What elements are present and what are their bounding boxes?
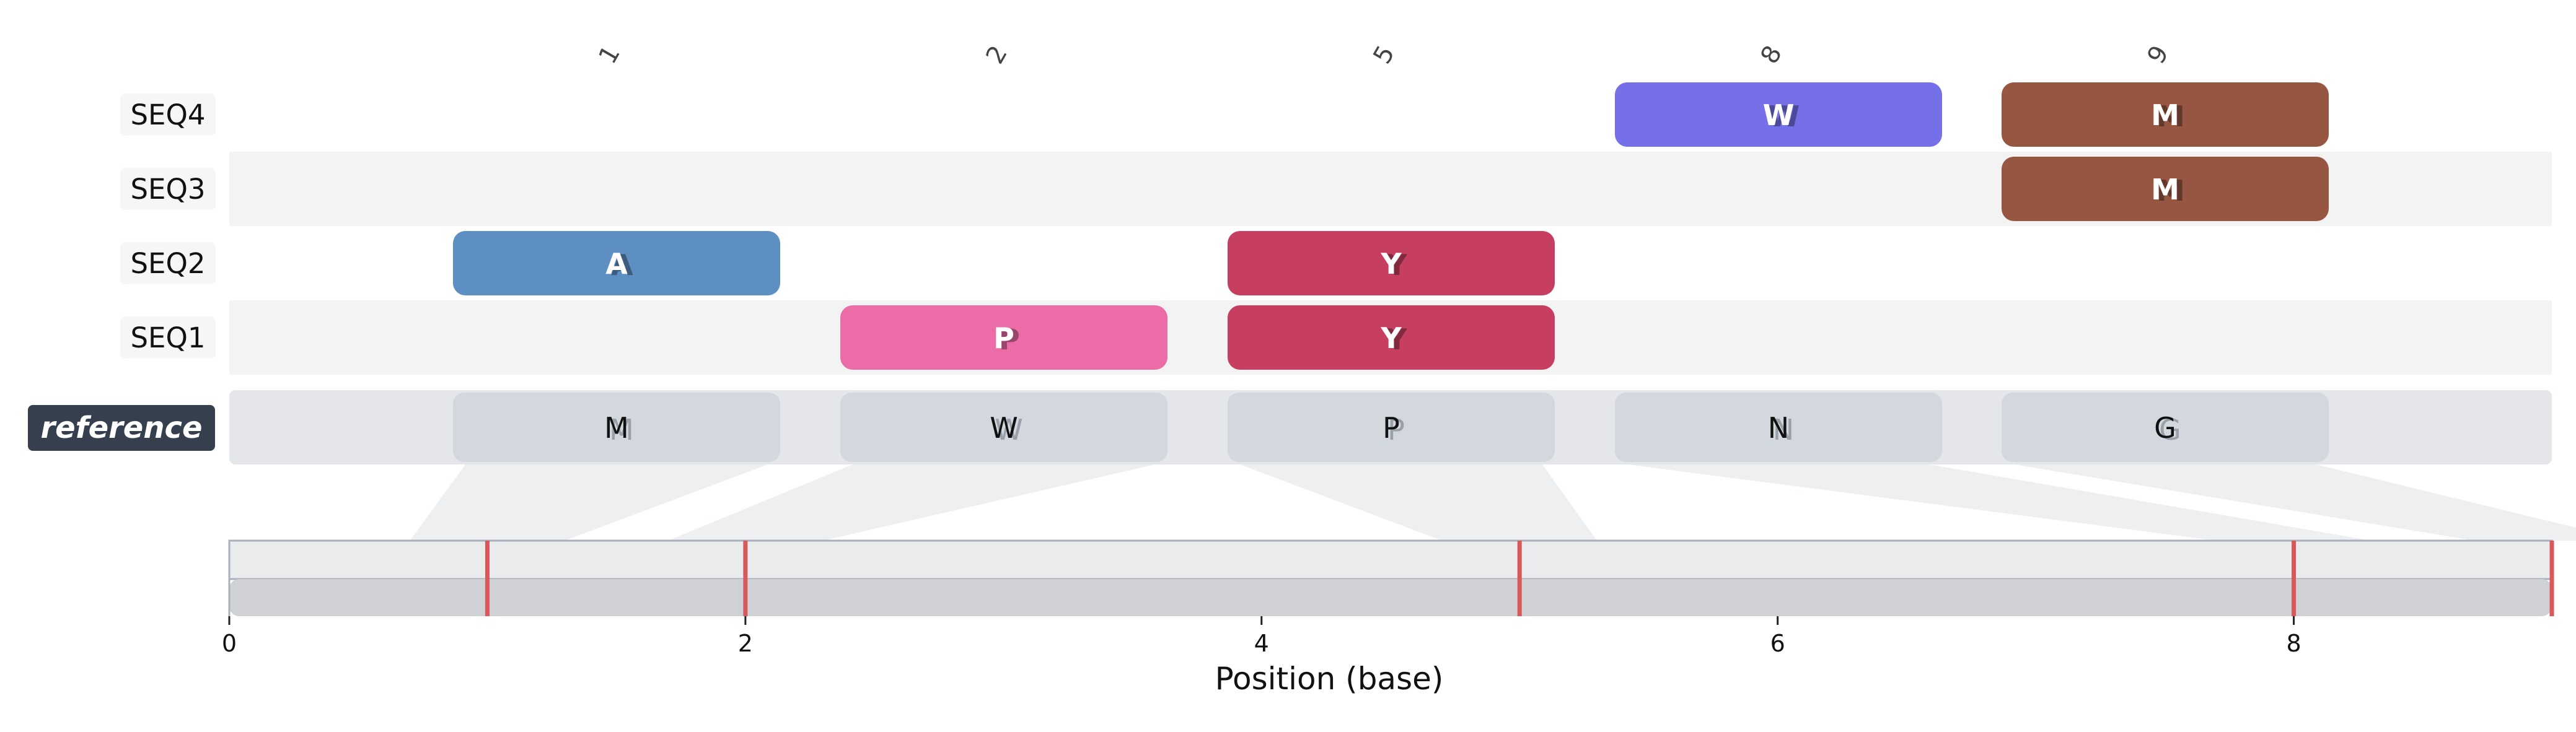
row-label: SEQ4 <box>130 98 205 131</box>
column-position-label: 8 <box>1755 41 1788 69</box>
reference-label: reference <box>40 411 202 445</box>
column-position-label: 2 <box>980 41 1013 69</box>
variant-cell <box>1228 231 1555 295</box>
position-connector <box>2014 464 2576 541</box>
x-tick-label: 6 <box>1770 630 1785 657</box>
reference-cell <box>1228 393 1555 462</box>
reference-residue: G <box>2154 411 2176 445</box>
reference-residue-shadow: W <box>995 413 1022 447</box>
variant-residue: W <box>1763 98 1795 132</box>
position-connector <box>1627 464 2372 541</box>
column-position-label: 9 <box>2142 41 2174 69</box>
variant-residue-shadow: Y <box>1386 323 1407 356</box>
column-position-label: 5 <box>1368 41 1400 69</box>
variant-residue: M <box>2151 98 2179 132</box>
reference-residue-shadow: G <box>2159 413 2181 447</box>
variant-residue-shadow: P <box>999 323 1020 356</box>
x-axis-label: Position (base) <box>1215 661 1444 697</box>
reference-cell <box>453 393 780 462</box>
reference-cell <box>2002 393 2329 462</box>
reference-residue: W <box>990 411 1018 445</box>
reference-cell <box>840 393 1167 462</box>
row-label-bg <box>120 168 216 210</box>
reference-residue: P <box>1383 411 1400 445</box>
x-tick-label: 2 <box>738 630 753 657</box>
row-label: SEQ2 <box>130 247 205 280</box>
variant-residue-shadow: W <box>1769 100 1800 133</box>
position-connectors <box>410 464 2576 541</box>
variant-residue-shadow: M <box>2156 100 2185 133</box>
column-labels: 1 2 5 8 9 <box>593 41 2174 69</box>
position-axis-bar <box>228 539 2554 616</box>
variant-residue-shadow: A <box>611 248 633 282</box>
reference-cell <box>1615 393 1942 462</box>
reference-residue: N <box>1768 411 1789 445</box>
x-tick-label: 0 <box>222 630 237 657</box>
row-label-bg <box>120 316 216 359</box>
variant-residue: A <box>605 247 628 281</box>
variant-residue: P <box>993 321 1014 355</box>
x-axis-ticks: 0 2 4 6 8 <box>222 616 2301 657</box>
reference-residue-shadow: M <box>609 413 634 447</box>
variant-residue-shadow: Y <box>1386 248 1407 282</box>
variant-residue: M <box>2151 173 2179 206</box>
variant-cell <box>1615 82 1942 147</box>
variant-cell <box>2002 157 2329 221</box>
reference-track: MM WW PP NN GG <box>229 390 2552 464</box>
row-label: SEQ1 <box>130 321 205 354</box>
variant-residue: Y <box>1380 321 1402 355</box>
row-label: SEQ3 <box>130 173 205 206</box>
variant-residue-shadow: M <box>2156 174 2185 207</box>
x-tick-label: 8 <box>2286 630 2301 657</box>
variant-cell <box>453 231 780 295</box>
reference-residue-shadow: P <box>1387 413 1405 447</box>
position-connector <box>667 464 1155 541</box>
reference-residue: M <box>604 411 629 445</box>
row-label-bg <box>120 94 216 136</box>
row-label-bg <box>120 242 216 284</box>
x-tick-label: 4 <box>1254 630 1269 657</box>
variant-residue: Y <box>1380 247 1402 281</box>
axis-bar-top <box>228 539 2553 580</box>
reference-label-bg <box>28 405 215 451</box>
variant-cell <box>1228 305 1555 370</box>
variant-cell <box>2002 82 2329 147</box>
position-connector <box>410 464 768 541</box>
axis-bar-bottom <box>229 579 2552 616</box>
reference-residue-shadow: N <box>1773 413 1794 447</box>
position-connector <box>1240 464 1598 541</box>
column-position-label: 1 <box>593 41 626 69</box>
variant-cell <box>840 305 1167 370</box>
